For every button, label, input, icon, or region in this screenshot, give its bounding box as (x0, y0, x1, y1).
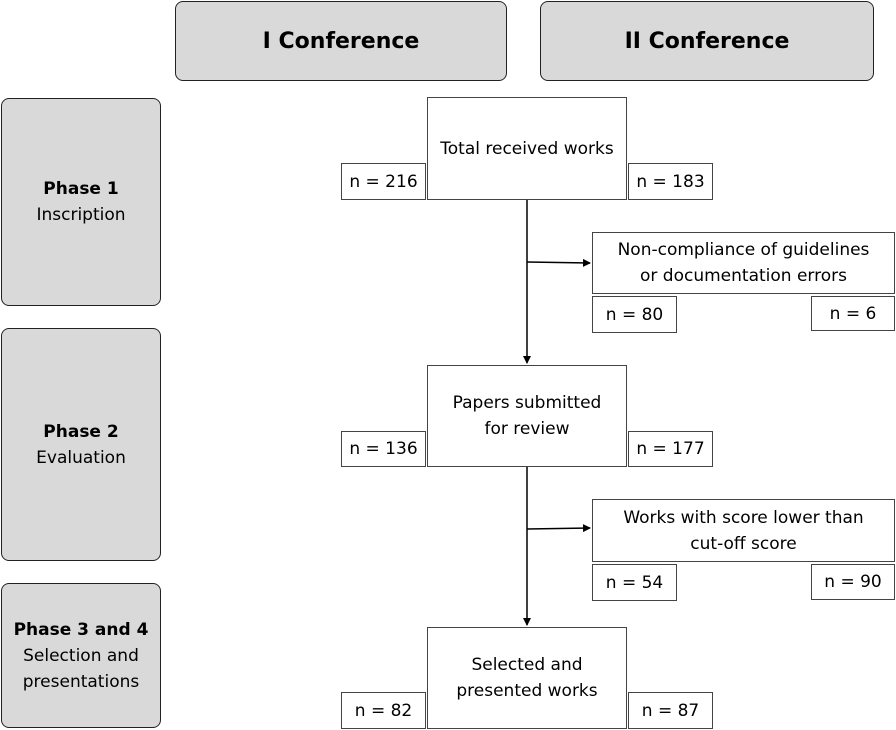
count-noncompliance-conf1-value: n = 80 (605, 304, 664, 325)
node-papers-submitted-line-1: Papers submitted (452, 393, 602, 413)
count-selected-conf2: n = 87 (628, 692, 713, 729)
count-lowscore-conf1-value: n = 54 (605, 572, 664, 593)
phase-1-title: Phase 1 (43, 179, 119, 199)
count-total-conf1-value: n = 216 (349, 171, 418, 192)
count-selected-conf1-value: n = 82 (354, 700, 413, 721)
count-noncompliance-conf1: n = 80 (592, 296, 677, 333)
phase-3-4-title: Phase 3 and 4 (13, 619, 149, 640)
node-papers-submitted: Papers submitted for review (427, 365, 627, 467)
count-total-conf2-value: n = 183 (636, 171, 705, 192)
phase-3-4-line-1: Selection and (23, 645, 139, 666)
node-low-score-line-1: Works with score lower than (623, 507, 864, 528)
count-submitted-conf1: n = 136 (341, 431, 426, 467)
phase-1-subtitle: Inscription (36, 205, 126, 225)
arrow-to-lowscore (526, 524, 591, 533)
count-lowscore-conf2: n = 90 (811, 564, 895, 600)
arrow-to-noncompliance (526, 258, 591, 267)
phase-3-4-box: Phase 3 and 4 Selection and presentation… (1, 583, 161, 728)
node-low-score-line-2: cut-off score (690, 533, 797, 554)
header-conference-2: II Conference (540, 1, 874, 81)
count-selected-conf1: n = 82 (341, 692, 426, 729)
phase-1-box: Phase 1 Inscription (1, 98, 161, 306)
count-submitted-conf1-value: n = 136 (349, 439, 418, 459)
node-selected-presented-line-2: presented works (456, 681, 598, 701)
node-total-received: Total received works (427, 97, 627, 200)
count-total-conf1: n = 216 (341, 163, 426, 200)
count-selected-conf2-value: n = 87 (641, 700, 700, 721)
node-noncompliance: Non-compliance of guidelines or document… (592, 232, 895, 294)
header-conference-1: I Conference (175, 1, 507, 81)
node-papers-submitted-line-2: for review (484, 419, 570, 439)
node-selected-presented: Selected and presented works (427, 627, 627, 729)
count-submitted-conf2: n = 177 (628, 431, 713, 467)
count-lowscore-conf1: n = 54 (592, 564, 677, 601)
header-conference-2-label: II Conference (624, 28, 790, 54)
node-noncompliance-line-1: Non-compliance of guidelines (617, 240, 870, 260)
header-conference-1-label: I Conference (262, 28, 420, 54)
count-total-conf2: n = 183 (628, 163, 713, 200)
count-noncompliance-conf2-value: n = 6 (829, 303, 877, 324)
node-noncompliance-line-2: or documentation errors (640, 266, 847, 286)
phase-2-box: Phase 2 Evaluation (1, 328, 161, 561)
phase-3-4-line-2: presentations (22, 671, 140, 692)
count-noncompliance-conf2: n = 6 (811, 296, 895, 331)
node-low-score: Works with score lower than cut-off scor… (592, 499, 895, 562)
phase-2-subtitle: Evaluation (36, 447, 126, 468)
node-total-received-label: Total received works (440, 139, 614, 159)
count-lowscore-conf2-value: n = 90 (824, 572, 882, 592)
phase-2-title: Phase 2 (43, 421, 119, 442)
count-submitted-conf2-value: n = 177 (636, 439, 705, 459)
node-selected-presented-line-1: Selected and (471, 655, 583, 675)
